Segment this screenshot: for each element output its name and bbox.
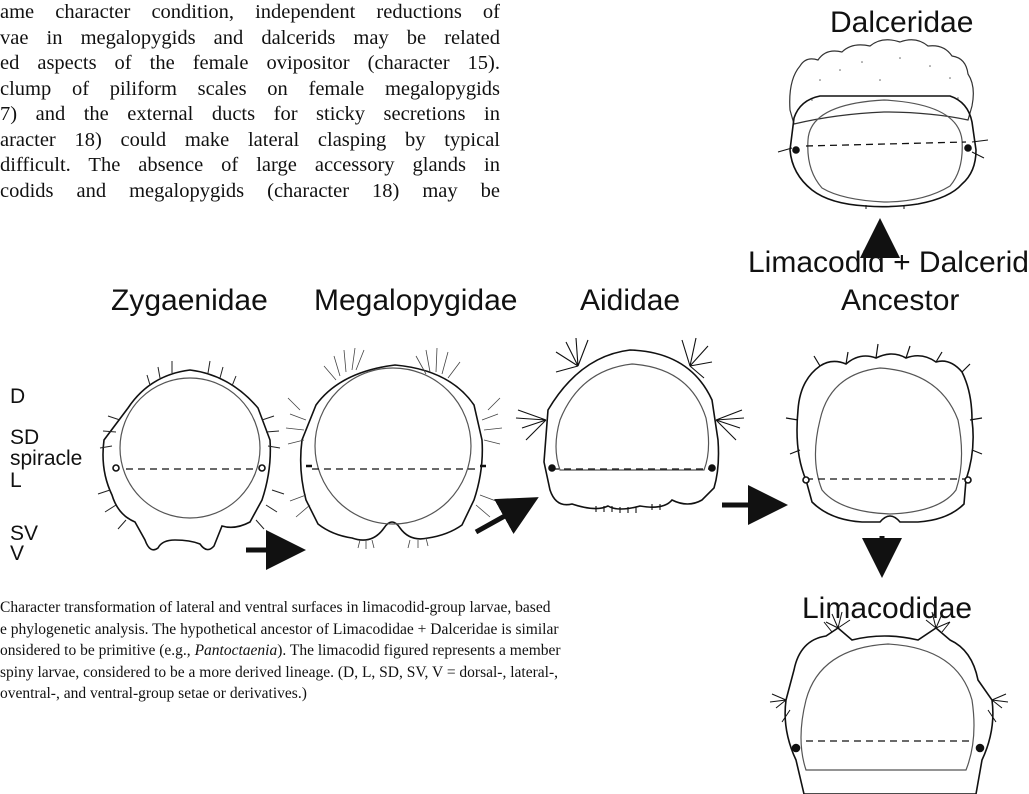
ancestor-outline	[797, 354, 973, 522]
dalceridae-midline	[806, 142, 966, 146]
megalopygidae-outline	[301, 365, 483, 540]
transformation-arrows	[246, 228, 882, 568]
ancestor-spiracle	[803, 477, 809, 483]
limacodidae-cross-section	[770, 612, 1008, 794]
dalceridae-gelatinous-lobes	[790, 40, 974, 124]
dalceridae-spiracle	[965, 145, 971, 151]
dalceridae-stipple	[811, 57, 959, 101]
arrow-megalopygidae-to-aididae	[476, 502, 530, 532]
aididae-inner-body	[556, 364, 709, 470]
aididae-outline	[544, 350, 719, 509]
ancestor-spiracle	[965, 477, 971, 483]
megalopygidae-inner-body	[315, 368, 471, 524]
ancestor-setae	[786, 344, 982, 454]
limacodidae-spiracle	[793, 745, 800, 752]
dalceridae-spiracle	[793, 147, 799, 153]
zygaenidae-outline	[103, 370, 270, 550]
dalceridae-cross-section	[778, 40, 988, 209]
megalopygidae-setae	[286, 348, 502, 549]
zygaenidae-setae	[98, 361, 284, 529]
aididae-spiracle	[709, 465, 715, 471]
zygaenidae-spiracle	[113, 465, 119, 471]
aididae-spiracle	[549, 465, 555, 471]
limacodidae-inner-body	[801, 644, 974, 770]
zygaenidae-spiracle	[259, 465, 265, 471]
limacodidae-spiracle	[977, 745, 984, 752]
ancestor-inner-body	[815, 368, 961, 514]
limacodidae-outline	[785, 628, 993, 794]
zygaenidae-inner-body	[120, 378, 260, 518]
dalceridae-setae	[778, 140, 988, 209]
zygaenidae-cross-section	[98, 361, 284, 550]
aididae-cross-section	[516, 338, 744, 513]
ancestor-cross-section	[786, 344, 982, 522]
megalopygidae-cross-section	[286, 348, 502, 549]
